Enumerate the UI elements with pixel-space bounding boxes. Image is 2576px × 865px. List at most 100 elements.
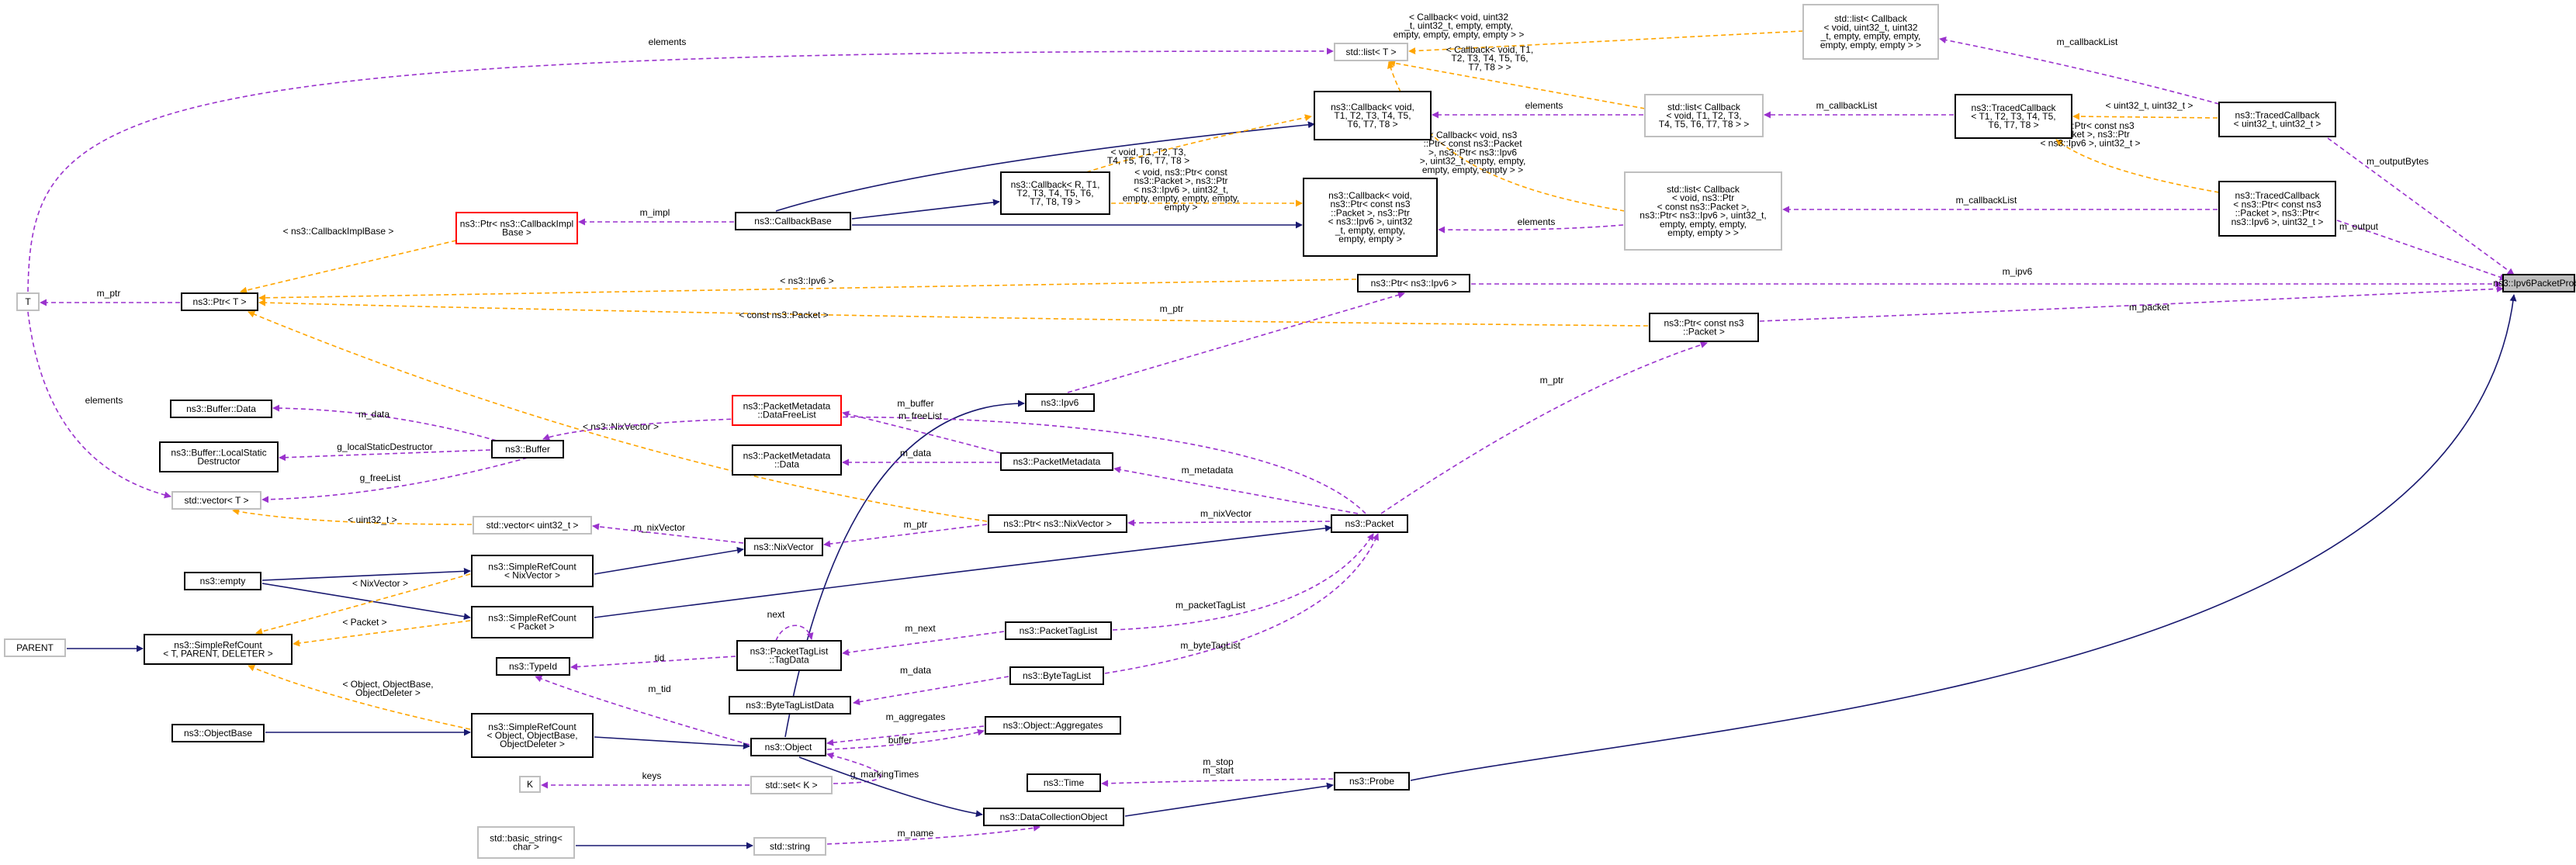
edge-label: < uint32_t, uint32_t > <box>2106 100 2193 111</box>
class-node-parent[interactable]: PARENT <box>4 638 66 657</box>
edge-label: < void, T1, T2, T3,T4, T5, T6, T7, T8 > <box>1107 147 1189 166</box>
class-node-dco[interactable]: ns3::DataCollectionObject <box>983 808 1124 826</box>
class-node-label: std::list< T > <box>1346 47 1397 57</box>
class-node-object[interactable]: ns3::Object <box>750 738 826 756</box>
class-node-src_nix[interactable]: ns3::SimpleRefCount< NixVector > <box>471 555 594 587</box>
class-node-label: ns3::TypeId <box>509 661 557 672</box>
edge-label: m_packet <box>2129 302 2170 313</box>
edge-cb_pkt-to-list_pkt: elements <box>1438 216 1624 234</box>
class-node-vec_u32[interactable]: std::vector< uint32_t > <box>473 516 592 535</box>
edge-empty-to-src_nix <box>261 567 471 581</box>
edge-ptl_tag-to-ptl: m_next <box>842 623 1005 656</box>
edge-ptr_nix-to-packet: m_nixVector <box>1127 508 1331 527</box>
class-node-label: ns3::Ptr< ns3::Ipv6 > <box>1371 278 1457 289</box>
class-node-buffer[interactable]: ns3::Buffer <box>491 440 564 458</box>
edge-line <box>261 457 528 503</box>
edges-layer: m_outputBytesm_outputm_ipv6m_packetm_cal… <box>27 12 2517 849</box>
class-node-box <box>1027 773 1101 792</box>
edge-line <box>1408 30 1804 55</box>
edge-ptr_impl-to-cbbase: m_impl <box>578 207 734 226</box>
class-node-ptr_cpkt[interactable]: ns3::Ptr< const ns3::Packet > <box>1649 313 1759 342</box>
edge-line <box>1101 778 1334 787</box>
edge-label: m_ipv6 <box>2003 266 2033 277</box>
class-node-cb_void[interactable]: ns3::Callback< void,T1, T2, T3, T4, T5,T… <box>1314 91 1432 140</box>
class-node-list_cb[interactable]: std::list< Callback< void, T1, T2, T3,T4… <box>1644 94 1764 137</box>
edge-ptr_cpkt-to-probe6: m_packet <box>1759 285 2504 322</box>
class-node-label: ns3::Probe <box>1349 776 1394 787</box>
class-node-typeid[interactable]: ns3::TypeId <box>496 657 570 676</box>
class-node-nixvec[interactable]: ns3::NixVector <box>744 538 823 556</box>
edge-src_t-to-src_pkt: < Packet > <box>293 617 471 647</box>
edge-line <box>826 728 985 750</box>
class-node-cb_pkt[interactable]: ns3::Callback< void,ns3::Ptr< const ns3:… <box>1303 178 1438 257</box>
class-node-cbbase[interactable]: ns3::CallbackBase <box>735 212 851 230</box>
edge-line <box>1410 294 2517 781</box>
edge-label: < ns3::Ipv6 > <box>780 275 833 286</box>
class-node-traced_u32[interactable]: ns3::TracedCallback< uint32_t, uint32_t … <box>2218 102 2336 137</box>
edge-label: m_ptr <box>1540 375 1564 386</box>
class-node-T[interactable]: T <box>16 292 40 311</box>
edge-label: m_aggregates <box>886 711 946 722</box>
edge-label: m_ptr <box>97 288 121 299</box>
class-node-traced_pkt[interactable]: ns3::TracedCallback< ns3::Ptr< const ns3… <box>2218 181 2336 237</box>
class-node-ptl_tag[interactable]: ns3::PacketTagList::TagData <box>736 640 842 671</box>
edge-line <box>851 199 1000 220</box>
class-node-list_pkt[interactable]: std::list< Callback< void, ns3::Ptr< con… <box>1624 171 1782 251</box>
class-node-label: ns3::Object::Aggregates <box>1003 720 1103 731</box>
class-node-vec_t[interactable]: std::vector< T > <box>171 491 261 510</box>
class-node-btld[interactable]: ns3::ByteTagListData <box>729 696 851 714</box>
class-node-basic_string[interactable]: std::basic_string<char > <box>477 826 575 859</box>
class-node-src_pkt[interactable]: ns3::SimpleRefCount< Packet > <box>471 606 594 638</box>
class-node-src_obj[interactable]: ns3::SimpleRefCount< Object, ObjectBase,… <box>471 713 594 758</box>
edge-line <box>1124 782 1334 817</box>
class-node-time[interactable]: ns3::Time <box>1027 773 1101 792</box>
class-node-ipv6[interactable]: ns3::Ipv6 <box>1025 393 1095 412</box>
class-node-K[interactable]: K <box>519 776 541 793</box>
class-node-string[interactable]: std::string <box>753 837 826 856</box>
edge-line <box>826 752 881 784</box>
class-node-pmd_data[interactable]: ns3::PacketMetadata::Data <box>732 445 842 476</box>
edge-line <box>798 756 983 818</box>
class-node-empty[interactable]: ns3::empty <box>184 572 261 590</box>
edge-vec_u32-to-nixvec: m_nixVector <box>592 522 744 544</box>
class-node-ptl[interactable]: ns3::PacketTagList <box>1005 621 1112 640</box>
class-node-box <box>1331 514 1408 533</box>
class-node-probe6[interactable]: ns3::Ipv6PacketProbe <box>2493 274 2576 292</box>
class-node-traced_t[interactable]: ns3::TracedCallback< T1, T2, T3, T4, T5,… <box>1955 94 2072 139</box>
class-node-list_t[interactable]: std::list< T > <box>1334 43 1408 61</box>
class-node-box <box>736 640 842 671</box>
edge-ptr_t-to-ptr_impl: < ns3::CallbackImplBase > <box>240 226 457 294</box>
class-node-set_k[interactable]: std::set< K > <box>750 776 833 794</box>
class-node-box <box>988 514 1127 533</box>
class-node-btl[interactable]: ns3::ByteTagList <box>1009 666 1104 685</box>
class-node-box <box>1314 91 1432 140</box>
class-node-src_t[interactable]: ns3::SimpleRefCount< T, PARENT, DELETER … <box>144 634 293 665</box>
class-node-list_u32[interactable]: std::list< Callback< void, uint32_t, uin… <box>1802 4 1939 60</box>
class-node-buffer_data[interactable]: ns3::Buffer::Data <box>170 400 272 418</box>
class-node-pmd_free[interactable]: ns3::PacketMetadata::DataFreeList <box>732 395 842 426</box>
class-node-ptr_ipv6[interactable]: ns3::Ptr< ns3::Ipv6 > <box>1357 274 1470 292</box>
class-node-label: std::list< Callback< void, uint32_t, uin… <box>1820 13 1922 50</box>
class-node-probe[interactable]: ns3::Probe <box>1334 772 1410 791</box>
class-node-label: ns3::Ptr< const ns3::Packet > <box>1664 317 1743 337</box>
class-node-packet[interactable]: ns3::Packet <box>1331 514 1408 533</box>
class-node-label: ns3::DataCollectionObject <box>1000 811 1108 822</box>
class-node-label: K <box>527 779 533 790</box>
edge-label: m_name <box>898 828 934 839</box>
class-node-box <box>170 400 272 418</box>
class-node-ptr_t[interactable]: ns3::Ptr< T > <box>181 292 258 311</box>
class-node-label: ns3::Packet <box>1345 518 1394 529</box>
edge-label: m_nixVector <box>1200 508 1252 519</box>
class-node-objbase[interactable]: ns3::ObjectBase <box>171 724 265 742</box>
class-node-box <box>750 738 826 756</box>
edge-label: < uint32_t > <box>348 514 396 525</box>
edge-line <box>853 676 1009 706</box>
class-node-cb_r[interactable]: ns3::Callback< R, T1,T2, T3, T4, T5, T6,… <box>1000 171 1110 215</box>
edge-line <box>248 310 988 522</box>
class-node-obj_agg[interactable]: ns3::Object::Aggregates <box>985 716 1121 735</box>
class-node-pmd[interactable]: ns3::PacketMetadata <box>1000 452 1113 471</box>
class-node-ptr_nix[interactable]: ns3::Ptr< ns3::NixVector > <box>988 514 1127 533</box>
